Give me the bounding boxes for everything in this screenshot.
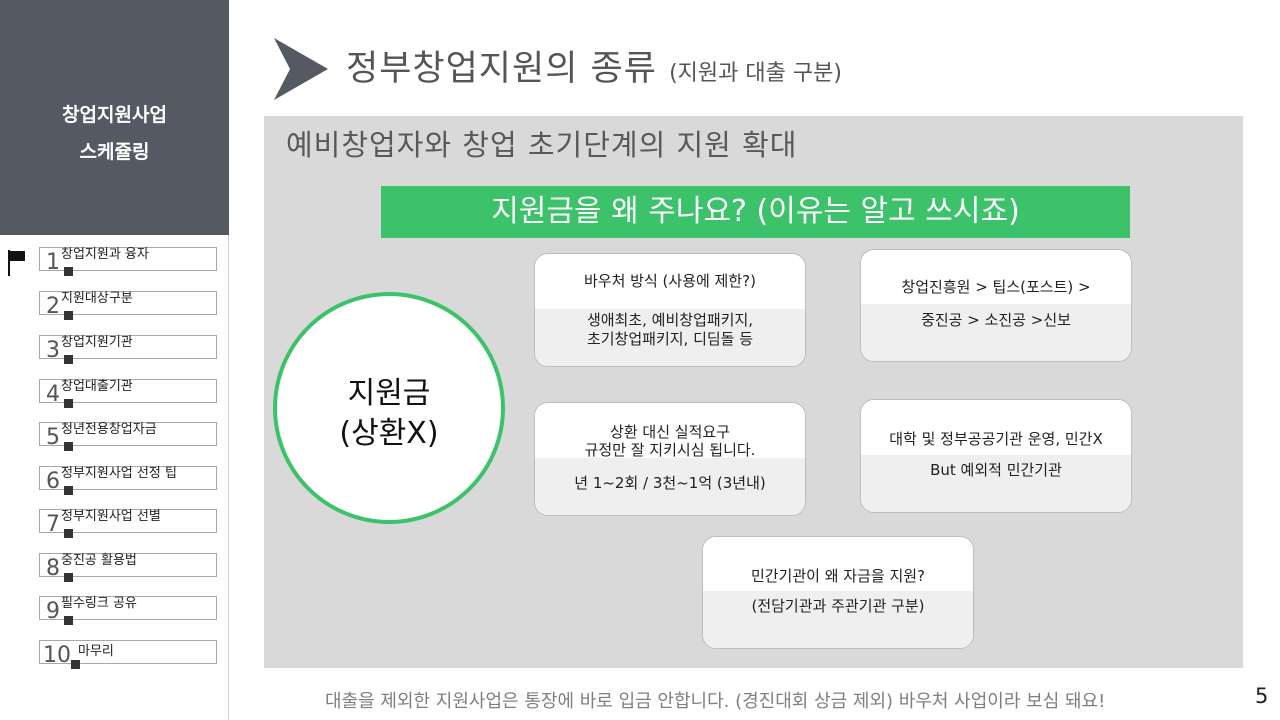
card-title: 민간기관이 왜 자금을 지원? bbox=[750, 567, 926, 585]
sidebar-item-3[interactable]: 3 창업지원기관 bbox=[39, 335, 217, 364]
card-title-line1: 상환 대신 실적요구 bbox=[610, 423, 730, 441]
sidebar-item-label: 마무리 bbox=[78, 644, 114, 659]
nav-number: 1 bbox=[46, 250, 60, 275]
sidebar-item-label: 지원대상구분 bbox=[61, 291, 133, 306]
sidebar-item-10[interactable]: 10 마무리 bbox=[39, 640, 217, 669]
voucher-card: 바우처 방식 (사용에 제한?) 생애최초, 예비창업패키지, 초기창업패키지,… bbox=[534, 253, 806, 367]
sidebar-item-2[interactable]: 2 지원대상구분 bbox=[39, 291, 217, 320]
bullet-square-icon bbox=[64, 486, 73, 495]
card-title: 대학 및 정부공공기관 운영, 민간X bbox=[889, 430, 1103, 448]
panel-heading: 예비창업자와 창업 초기단계의 지원 확대 bbox=[286, 128, 798, 162]
sidebar-title-line1: 창업지원사업 bbox=[62, 104, 167, 126]
bullet-square-icon bbox=[64, 355, 73, 364]
sidebar-item-label: 정부지원사업 선별 bbox=[61, 509, 161, 524]
sidebar-item-9[interactable]: 9 필수링크 공유 bbox=[39, 596, 217, 625]
nav-number: 3 bbox=[46, 338, 60, 363]
flag-icon bbox=[8, 250, 25, 276]
page-subtitle: (지원과 대출 구분) bbox=[669, 61, 842, 86]
operation-card: 대학 및 정부공공기관 운영, 민간X But 예외적 민간기관 bbox=[860, 399, 1132, 513]
sidebar-item-label: 창업지원기관 bbox=[61, 335, 133, 350]
bullet-square-icon bbox=[71, 660, 80, 669]
nav-number: 5 bbox=[46, 425, 60, 450]
page-title: 정부창업지원의 종류 (지원과 대출 구분) bbox=[346, 40, 842, 91]
support-fund-circle: 지원금 (상환X) bbox=[273, 292, 505, 524]
bullet-square-icon bbox=[64, 573, 73, 582]
sidebar-item-label: 필수링크 공유 bbox=[61, 596, 137, 611]
chevron-right-icon bbox=[274, 38, 328, 100]
card-title-line2: 규정만 잘 지키시심 됩니다. bbox=[584, 441, 756, 459]
sidebar-item-label: 정부지원사업 선정 팁 bbox=[61, 466, 177, 481]
bullet-square-icon bbox=[64, 311, 73, 320]
sidebar-item-1[interactable]: 1 창업지원과 융자 bbox=[39, 247, 217, 276]
nav-number: 4 bbox=[46, 382, 60, 407]
bullet-square-icon bbox=[64, 616, 73, 625]
card-detail-line1: 생애최초, 예비창업패키지, bbox=[586, 311, 754, 329]
card-detail: 중진공 > 소진공 >신보 bbox=[921, 311, 1071, 329]
question-banner: 지원금을 왜 주나요? (이유는 알고 쓰시죠) bbox=[381, 186, 1130, 238]
page-title-text: 정부창업지원의 종류 bbox=[346, 49, 657, 89]
card-detail: 년 1~2회 / 3천~1억 (3년내) bbox=[574, 474, 766, 492]
performance-card: 상환 대신 실적요구 규정만 잘 지키시심 됩니다. 년 1~2회 / 3천~1… bbox=[534, 402, 806, 516]
nav-number: 2 bbox=[46, 294, 60, 319]
circle-label-line1: 지원금 bbox=[347, 376, 431, 411]
page-number: 5 bbox=[1255, 684, 1269, 708]
private-agency-card: 민간기관이 왜 자금을 지원? (전담기관과 주관기관 구분) bbox=[702, 536, 974, 649]
nav-number: 7 bbox=[46, 512, 60, 537]
nav-number: 9 bbox=[46, 599, 60, 624]
agencies-card: 창업진흥원 > 팁스(포스트) > 중진공 > 소진공 >신보 bbox=[860, 249, 1132, 362]
sidebar-item-4[interactable]: 4 창업대출기관 bbox=[39, 379, 217, 408]
nav-number: 8 bbox=[46, 556, 60, 581]
sidebar-item-8[interactable]: 8 중진공 활용법 bbox=[39, 553, 217, 582]
bullet-square-icon bbox=[64, 442, 73, 451]
card-detail-line2: 초기창업패키지, 디딤돌 등 bbox=[586, 330, 754, 348]
sidebar-item-7[interactable]: 7 정부지원사업 선별 bbox=[39, 509, 217, 538]
bullet-square-icon bbox=[64, 399, 73, 408]
sidebar-item-6[interactable]: 6 정부지원사업 선정 팁 bbox=[39, 466, 217, 495]
content-panel: 예비창업자와 창업 초기단계의 지원 확대 지원금을 왜 주나요? (이유는 알… bbox=[264, 116, 1243, 668]
nav-number: 10 bbox=[43, 643, 71, 668]
footer-note: 대출을 제외한 지원사업은 통장에 바로 입금 안합니다. (경진대회 상금 제… bbox=[325, 691, 1106, 712]
card-title: 바우처 방식 (사용에 제한?) bbox=[584, 272, 756, 290]
sidebar-title-line2: 스케쥴링 bbox=[79, 141, 150, 163]
circle-label-line2: (상환X) bbox=[339, 416, 439, 451]
sidebar-item-label: 창업대출기관 bbox=[61, 379, 133, 394]
sidebar-item-5[interactable]: 5 청년전용창업자금 bbox=[39, 422, 217, 451]
card-title: 창업진흥원 > 팁스(포스트) > bbox=[901, 278, 1091, 296]
bullet-square-icon bbox=[64, 529, 73, 538]
card-detail: But 예외적 민간기관 bbox=[930, 461, 1062, 479]
sidebar: 창업지원사업 스케쥴링 1 창업지원과 융자 2 지원대상구분 3 창업지원기관… bbox=[0, 0, 229, 720]
card-detail: (전담기관과 주관기관 구분) bbox=[751, 597, 925, 615]
sidebar-item-label: 창업지원과 융자 bbox=[61, 247, 149, 262]
sidebar-item-label: 청년전용창업자금 bbox=[61, 422, 157, 437]
sidebar-header: 창업지원사업 스케쥴링 bbox=[0, 0, 229, 235]
nav-number: 6 bbox=[46, 469, 60, 494]
bullet-square-icon bbox=[64, 267, 73, 276]
sidebar-item-label: 중진공 활용법 bbox=[61, 553, 137, 568]
